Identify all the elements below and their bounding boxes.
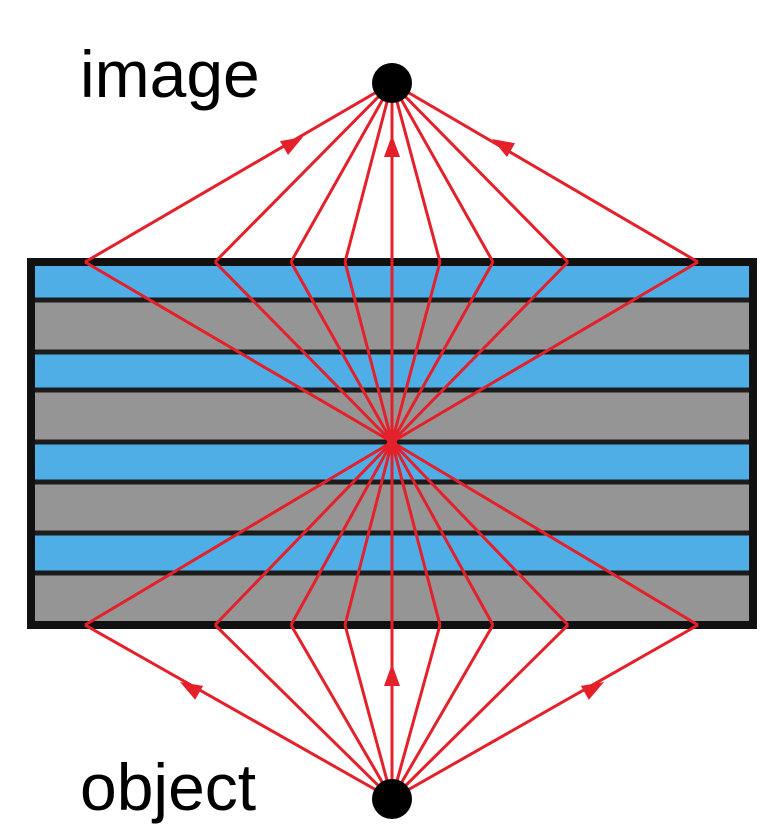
- ray-arrow-icon: [279, 137, 303, 155]
- light-ray: [390, 81, 570, 264]
- light-ray: [84, 623, 393, 801]
- light-ray: [289, 261, 394, 443]
- light-ray: [391, 260, 699, 444]
- light-ray: [390, 82, 495, 263]
- light-ray: [289, 624, 394, 800]
- light-ray: [343, 441, 394, 626]
- image-label: image: [80, 37, 260, 111]
- light-ray: [391, 440, 699, 627]
- light-ray: [213, 260, 394, 444]
- light-ray: [84, 81, 393, 264]
- light-ray: [390, 624, 495, 800]
- light-ray: [84, 440, 393, 627]
- light-ray: [213, 440, 394, 627]
- ray-arrow-icon: [180, 682, 204, 700]
- light-ray: [390, 261, 442, 443]
- ray-bundle: [84, 81, 699, 801]
- light-ray: [84, 260, 393, 444]
- ray-arrow-icon: [384, 135, 400, 157]
- light-ray: [390, 441, 495, 626]
- object-label: object: [80, 750, 256, 824]
- focal-point-icon: [387, 437, 397, 447]
- light-ray: [390, 440, 570, 627]
- light-ray: [391, 81, 699, 264]
- light-ray: [343, 82, 394, 263]
- light-ray: [213, 623, 394, 801]
- image-point-icon: [372, 63, 412, 103]
- ray-arrow-icon: [384, 664, 400, 686]
- light-ray: [390, 260, 570, 444]
- light-ray: [390, 261, 495, 443]
- light-ray: [390, 623, 570, 801]
- ray-arrows: [180, 135, 604, 700]
- light-ray: [391, 623, 699, 801]
- light-ray: [390, 82, 442, 263]
- light-ray: [343, 624, 394, 800]
- light-ray: [343, 261, 394, 443]
- light-ray: [390, 624, 442, 800]
- light-ray: [289, 441, 394, 626]
- light-ray: [289, 82, 394, 263]
- ray-arrow-icon: [492, 139, 516, 158]
- ray-arrow-icon: [580, 682, 604, 700]
- light-ray: [390, 441, 442, 626]
- light-ray: [213, 81, 394, 264]
- object-point-icon: [372, 779, 412, 819]
